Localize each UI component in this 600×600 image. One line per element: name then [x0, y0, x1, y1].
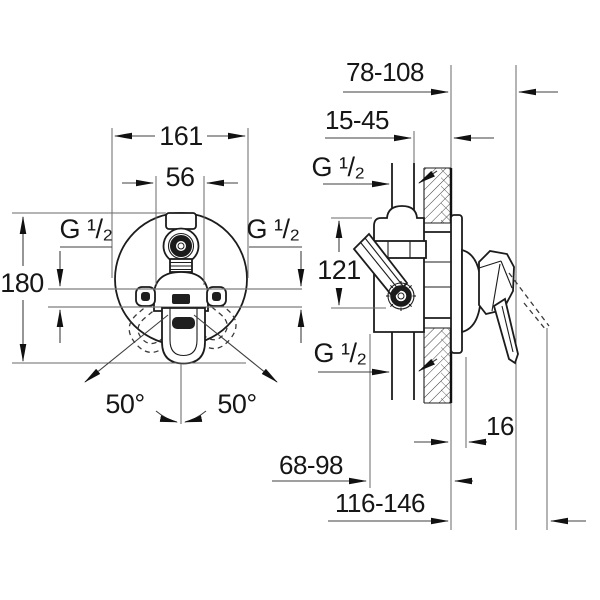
- dim-161-label: 161: [159, 121, 203, 151]
- dim-116-146-label: 116-146: [335, 488, 425, 518]
- dim-16-label: 16: [486, 411, 514, 441]
- dim-plate-depth: 16: [414, 411, 514, 446]
- lever-alt-position: [508, 272, 550, 327]
- dim-68-98-label: 68-98: [279, 450, 343, 480]
- dim-left-thread: G ¹/₂: [56, 214, 113, 343]
- thread-label-top: G ¹/₂: [312, 152, 365, 182]
- side-port-circle: [386, 281, 416, 311]
- thread-label-left: G ¹/₂: [60, 214, 113, 244]
- dim-56-label: 56: [165, 162, 194, 192]
- front-view: 161 56 180 G ¹/₂ G ¹/₂: [0, 121, 305, 424]
- dim-bottom-thread: G ¹/₂: [314, 338, 438, 376]
- dim-right-thread: G ¹/₂: [247, 214, 305, 343]
- dim-121-label: 121: [317, 255, 361, 285]
- swing-right-label: 50°: [217, 389, 256, 419]
- dim-total-projection: 116-146: [328, 488, 586, 525]
- thread-label-bottom: G ¹/₂: [314, 338, 367, 368]
- dim-body-depth: 68-98: [272, 450, 473, 485]
- left-port-slot: [141, 292, 150, 301]
- dim-15-45-label: 15-45: [325, 105, 389, 135]
- handle-side: [478, 250, 550, 365]
- dim-overall-width: 161: [111, 121, 249, 278]
- lever-blade-side: [492, 297, 519, 365]
- set-screw: [172, 294, 190, 304]
- swing-angle-annotation: 50° 50°: [84, 314, 278, 424]
- union-nut: [165, 212, 197, 230]
- lever-front: [161, 307, 206, 365]
- dim-78-108-label: 78-108: [346, 57, 424, 87]
- dim-overall-height: 180: [0, 212, 246, 364]
- wall-sleeve: [424, 231, 451, 319]
- right-port-slot: [212, 292, 221, 301]
- dim-recess-depth: 15-45: [325, 105, 494, 142]
- lever-grip-hole: [172, 317, 195, 329]
- side-view: 78-108 15-45 G ¹/₂ 121 G ¹/₂: [272, 57, 586, 530]
- wall-section-upper: [423, 167, 453, 224]
- dim-top-thread: G ¹/₂: [312, 152, 438, 188]
- swing-left-label: 50°: [105, 389, 144, 419]
- dim-180-label: 180: [0, 268, 44, 298]
- dim-body-width: 56: [122, 162, 238, 285]
- cartridge-housing: [153, 271, 209, 312]
- dim-projection-upper: 78-108: [343, 57, 558, 96]
- dim-port-spacing: 121: [317, 217, 386, 309]
- valve-body-side: [373, 205, 425, 333]
- thread-label-right: G ¹/₂: [247, 214, 300, 244]
- mounting-bracket: [352, 232, 409, 299]
- escutcheon-plate-side: [450, 214, 463, 354]
